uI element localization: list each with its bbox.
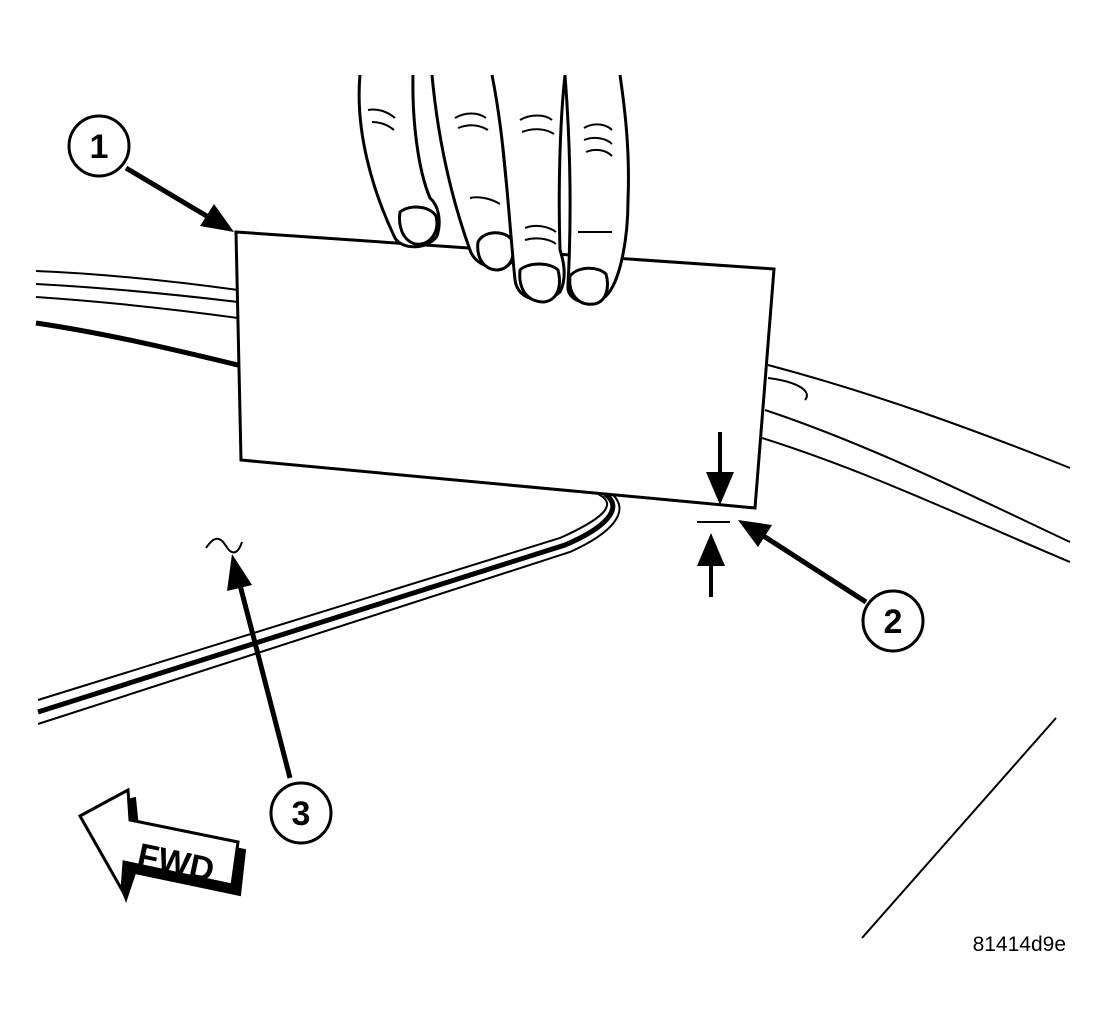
callout-1: 1	[67, 114, 131, 178]
lower-panel-molding	[37, 491, 621, 725]
leader-arrows	[124, 165, 868, 779]
panel-surface-marker	[205, 537, 243, 554]
upper-molding-lines	[35, 270, 239, 368]
knuckle-creases	[367, 108, 613, 245]
fwd-direction-arrow: FWD	[77, 787, 247, 903]
figure-id: 81414d9e	[973, 933, 1066, 956]
callout-3-number: 3	[292, 795, 311, 833]
gap-measurement	[697, 432, 734, 597]
callout-3: 3	[269, 781, 333, 845]
right-molding-lines	[761, 364, 1071, 563]
callout-2-number: 2	[884, 603, 903, 641]
callout-2: 2	[861, 589, 925, 653]
callout-1-number: 1	[90, 128, 109, 166]
panel-edge-line	[861, 717, 1057, 939]
hand-illustration	[357, 74, 630, 306]
feeler-card	[234, 230, 776, 510]
